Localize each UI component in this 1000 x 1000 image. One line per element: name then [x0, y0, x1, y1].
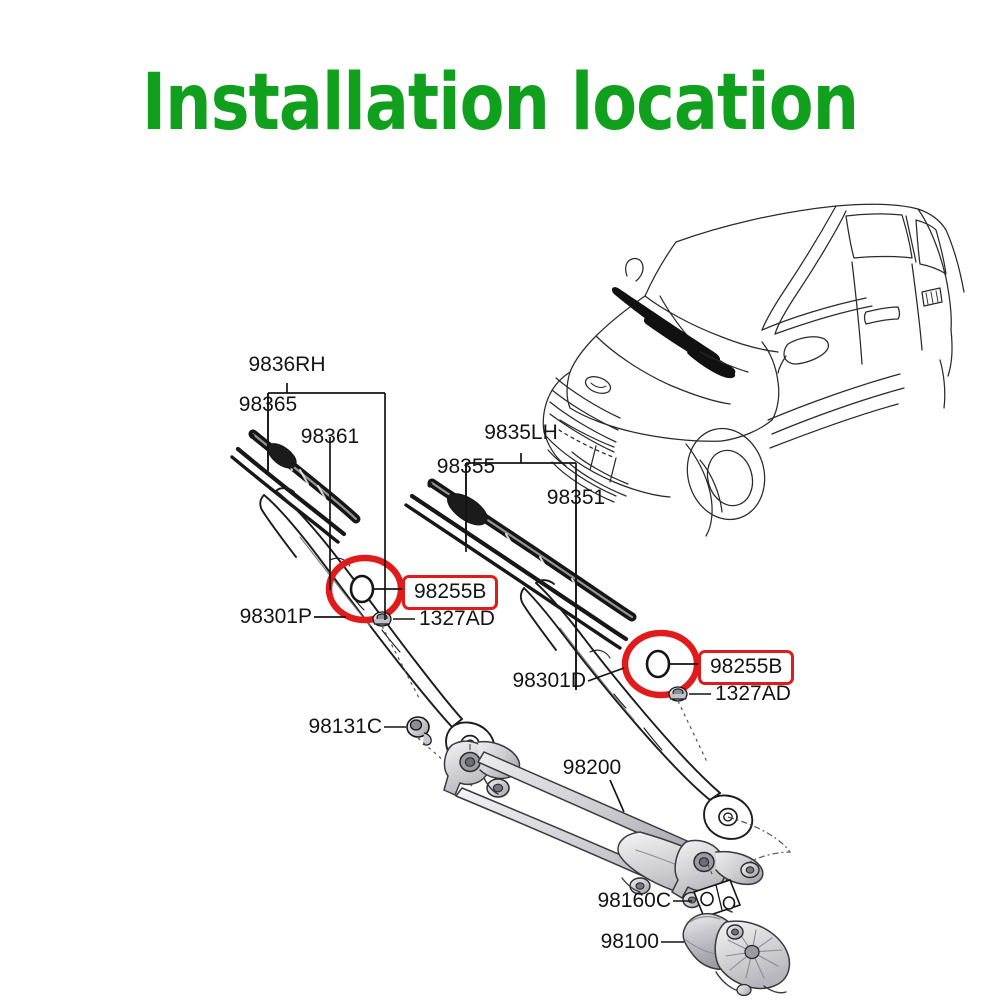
- label-98255b-rh: 98255B: [402, 575, 499, 610]
- nut-lh: [668, 686, 688, 702]
- vehicle-illustration: [542, 203, 965, 537]
- page-title: Installation location: [141, 58, 859, 148]
- label-1327ad-rh: 1327AD: [419, 607, 495, 630]
- label-98361: 98361: [300, 425, 360, 448]
- label-98365: 98365: [238, 393, 298, 416]
- label-98200: 98200: [562, 756, 622, 779]
- nut-rh: [372, 611, 392, 627]
- blade-assembly-rh: [230, 429, 361, 544]
- blade-assembly-lh: [404, 478, 637, 650]
- label-98301p: 98301P: [239, 605, 312, 628]
- label-98131c: 98131C: [308, 715, 382, 738]
- label-98351: 98351: [546, 486, 606, 509]
- label-98100: 98100: [600, 930, 659, 953]
- wiper-linkage-assembly: [443, 740, 764, 913]
- motor-bracket-98160c: [692, 879, 742, 918]
- label-9835lh: 9835LH: [484, 421, 558, 444]
- label-9836rh: 9836RH: [248, 353, 326, 376]
- wiper-arm-driver: [519, 579, 754, 840]
- label-98301d: 98301D: [512, 669, 586, 692]
- wiper-motor-98100: [682, 912, 791, 997]
- label-1327ad-lh: 1327AD: [715, 682, 791, 705]
- label-98160c: 98160C: [597, 889, 671, 912]
- label-98355: 98355: [436, 455, 496, 478]
- label-98255b-lh: 98255B: [698, 650, 795, 685]
- pivot-cap-98131c: [406, 716, 432, 746]
